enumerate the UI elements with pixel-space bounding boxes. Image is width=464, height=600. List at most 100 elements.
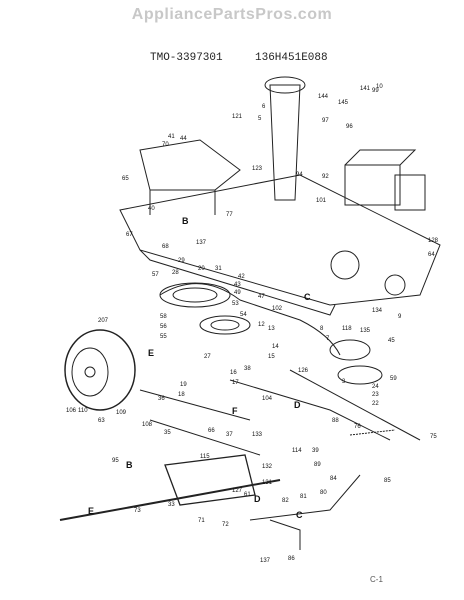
callout-132: 132 <box>262 464 273 470</box>
deck-hole-right <box>384 274 406 296</box>
section-b-upper: B <box>182 216 189 226</box>
pulley-right-2 <box>337 365 383 385</box>
callout-13: 13 <box>268 326 275 332</box>
callout-19: 19 <box>180 382 187 388</box>
steering-column <box>269 84 301 201</box>
callout-75: 75 <box>430 434 437 440</box>
callout-126: 126 <box>298 368 309 374</box>
callout-54: 54 <box>240 312 247 318</box>
callout-109: 109 <box>116 410 127 416</box>
steering-wheel <box>264 76 306 94</box>
pulley-mid <box>199 315 251 335</box>
callout-10: 10 <box>376 84 383 90</box>
callout-44: 44 <box>180 136 187 142</box>
callout-121: 121 <box>232 114 243 120</box>
engine-top <box>344 149 417 166</box>
callout-108: 108 <box>142 422 153 428</box>
callout-28: 28 <box>172 270 179 276</box>
section-f: F <box>232 406 238 416</box>
callout-36: 36 <box>158 396 165 402</box>
callout-65: 65 <box>122 176 129 182</box>
rear-axle <box>59 479 281 521</box>
callout-144: 144 <box>318 94 329 100</box>
rear-wheel <box>64 329 136 411</box>
section-c-upper: C <box>304 292 311 302</box>
callout-131: 131 <box>262 480 273 486</box>
callout-134: 134 <box>372 308 383 314</box>
callout-47: 47 <box>258 294 265 300</box>
callout-18: 18 <box>178 392 185 398</box>
callout-14: 14 <box>272 344 279 350</box>
engine-cover <box>394 174 426 211</box>
callout-66: 66 <box>208 428 215 434</box>
callout-67: 67 <box>126 232 133 238</box>
callout-58: 58 <box>160 314 167 320</box>
callout-68: 68 <box>162 244 169 250</box>
callout-61: 61 <box>244 492 251 498</box>
transmission <box>164 454 256 506</box>
watermark: AppliancePartsPros.com <box>131 6 333 23</box>
callout-42: 42 <box>238 274 245 280</box>
callout-128: 128 <box>428 238 439 244</box>
callout-31: 31 <box>215 266 222 272</box>
callout-80: 80 <box>320 490 327 496</box>
rear-wheel-hub <box>84 366 96 378</box>
callout-5: 5 <box>258 116 262 122</box>
callout-15: 15 <box>268 354 275 360</box>
callout-88: 88 <box>332 418 339 424</box>
callout-9: 9 <box>398 314 402 320</box>
callout-95: 95 <box>112 458 119 464</box>
callout-35: 35 <box>164 430 171 436</box>
rod-3 <box>229 379 391 441</box>
callout-102: 102 <box>272 306 283 312</box>
part-number: 136H451E088 <box>255 52 328 64</box>
callout-92: 92 <box>322 174 329 180</box>
callout-49: 49 <box>234 290 241 296</box>
callout-55: 55 <box>160 334 167 340</box>
callout-141: 141 <box>360 86 371 92</box>
section-e-lower: E <box>88 506 94 516</box>
callout-16: 16 <box>230 370 237 376</box>
callout-104: 104 <box>262 396 273 402</box>
callout-71: 71 <box>198 518 205 524</box>
callout-94: 94 <box>296 172 303 178</box>
callout-40: 40 <box>148 206 155 212</box>
engine-block <box>344 164 401 206</box>
callout-64: 64 <box>428 252 435 258</box>
callout-17: 17 <box>232 380 239 386</box>
callout-8: 8 <box>320 326 324 332</box>
callout-133: 133 <box>252 432 263 438</box>
drive-belt <box>159 283 341 356</box>
callout-43: 43 <box>234 282 241 288</box>
section-e-upper: E <box>148 348 154 358</box>
deck-frame <box>119 174 441 306</box>
callout-118: 118 <box>342 326 352 332</box>
callout-29: 29 <box>178 258 185 264</box>
callout-89: 89 <box>314 462 321 468</box>
callout-77: 77 <box>226 212 233 218</box>
callout-82: 82 <box>282 498 289 504</box>
callout-45: 45 <box>388 338 395 344</box>
brake-spring <box>349 429 396 436</box>
callout-37: 37 <box>226 432 233 438</box>
callout-115: 115 <box>200 454 210 460</box>
callout-7: 7 <box>326 336 330 342</box>
callout-114: 114 <box>292 448 302 454</box>
callout-24: 24 <box>372 384 379 390</box>
callout-22: 22 <box>372 401 379 407</box>
callout-97: 97 <box>322 118 329 124</box>
rod-1 <box>139 389 251 421</box>
callout-145: 145 <box>338 100 349 106</box>
callout-53: 53 <box>232 301 239 307</box>
rod-4 <box>289 369 421 441</box>
deck-frame-edge <box>139 249 336 316</box>
rear-wheel-rim <box>71 347 109 397</box>
page-footer: C-1 <box>370 575 383 584</box>
pulley-large <box>159 282 231 308</box>
section-b-lower: B <box>126 460 133 470</box>
callout-12: 12 <box>258 322 265 328</box>
callout-6: 6 <box>262 104 266 110</box>
callout-127: 127 <box>232 488 243 494</box>
callout-81: 81 <box>300 494 307 500</box>
callout-110: 110 <box>78 408 88 414</box>
